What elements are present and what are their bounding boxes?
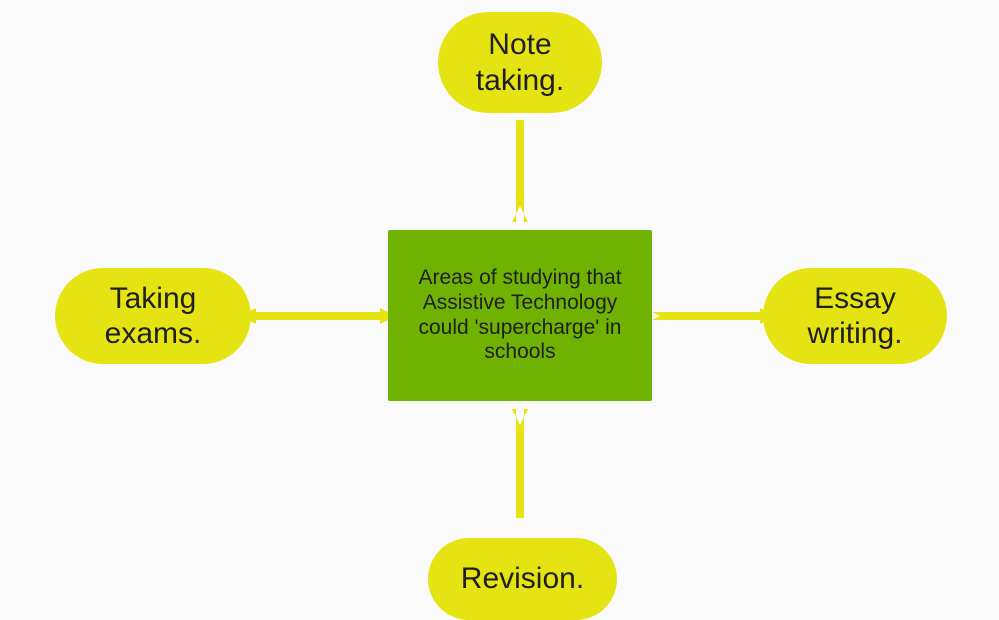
node-note-taking-label: Note taking. xyxy=(475,28,565,97)
node-essay-writing-label: Essay writing. xyxy=(807,281,903,350)
node-note-taking[interactable]: Note taking. xyxy=(438,12,602,113)
edge-center-to-essay-writing xyxy=(644,308,776,324)
mind-map-diagram: Areas of studying that Assistive Technol… xyxy=(55,12,947,620)
edge-center-to-taking-exams xyxy=(240,308,396,324)
node-taking-exams[interactable]: Taking exams. xyxy=(55,268,251,364)
node-essay-writing[interactable]: Essay writing. xyxy=(763,268,947,364)
node-revision-label: Revision. xyxy=(460,562,585,596)
node-revision[interactable]: Revision. xyxy=(428,538,617,620)
edge-center-to-note-taking xyxy=(512,120,528,222)
center-node[interactable]: Areas of studying that Assistive Technol… xyxy=(388,230,652,401)
edge-center-to-revision xyxy=(512,409,528,518)
node-taking-exams-label: Taking exams. xyxy=(104,281,202,350)
edge-layer xyxy=(240,120,776,518)
center-node-label: Areas of studying that Assistive Technol… xyxy=(418,265,622,364)
